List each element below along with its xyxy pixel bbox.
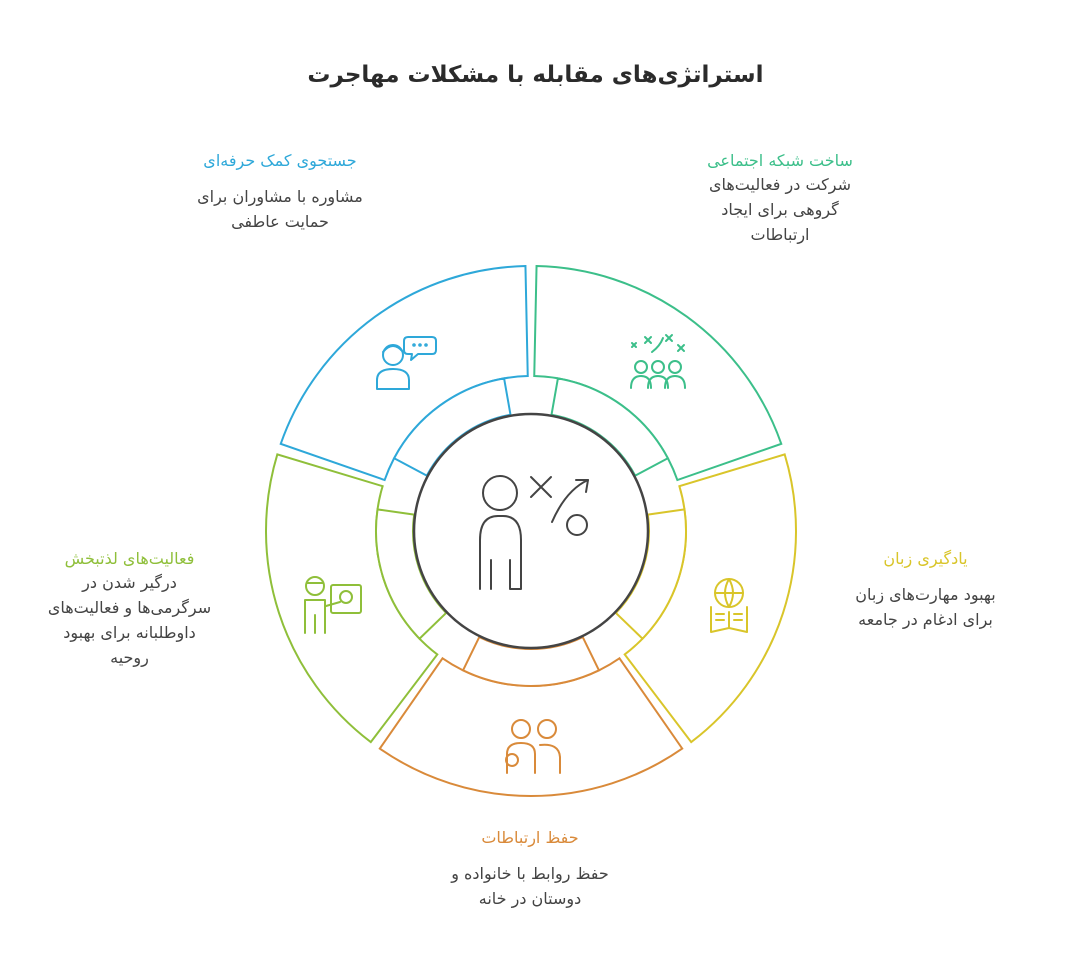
- label-language-desc-2: برای ادغام در جامعه: [858, 610, 993, 629]
- label-leisure-desc-4: روحیه: [110, 648, 149, 667]
- label-leisure-desc-3: داوطلبانه برای بهبود: [63, 623, 196, 642]
- label-family-desc-2: دوستان در خانه: [478, 889, 582, 908]
- label-leisure-desc-2: سرگرمی‌ها و فعالیت‌های: [47, 598, 212, 617]
- label-leisure-desc-1: درگیر شدن در: [82, 573, 177, 592]
- counselor-chat-icon: [376, 336, 437, 390]
- people-pair-icon: [505, 719, 561, 774]
- label-language-title: یادگیری زبان: [883, 549, 968, 568]
- label-family-desc-1: حفظ روابط با خانواده و: [451, 864, 609, 883]
- label-social-desc-1: شرکت در فعالیت‌های: [708, 175, 852, 194]
- group-celebration-icon: [630, 334, 686, 389]
- label-family-title: حفظ ارتباطات: [481, 828, 579, 847]
- label-family: حفظ ارتباطات حفظ روابط با خانواده و دوست…: [400, 827, 660, 911]
- label-language-desc-1: بهبود مهارت‌های زبان: [855, 585, 996, 604]
- globe-book-icon: [710, 578, 748, 633]
- painter-easel-icon: [304, 576, 362, 634]
- label-leisure: فعالیت‌های لذتبخش درگیر شدن در سرگرمی‌ها…: [22, 548, 237, 670]
- label-leisure-title: فعالیت‌های لذتبخش: [64, 549, 195, 568]
- label-social-title: ساخت شبکه اجتماعی: [707, 151, 853, 170]
- person-strategy-icon: [479, 475, 589, 590]
- label-counsel-desc-1: مشاوره با مشاوران برای: [197, 187, 363, 206]
- label-social-desc-2: گروهی برای ایجاد: [721, 200, 839, 219]
- label-counsel-title: جستجوی کمک حرفه‌ای: [203, 151, 357, 170]
- label-counsel: جستجوی کمک حرفه‌ای مشاوره با مشاوران برا…: [170, 150, 390, 234]
- center-circle: [412, 412, 650, 650]
- label-social: ساخت شبکه اجتماعی شرکت در فعالیت‌های گرو…: [680, 150, 880, 247]
- page-title: استراتژی‌های مقابله با مشکلات مهاجرت: [307, 62, 764, 88]
- label-counsel-desc-2: حمایت عاطفی: [231, 212, 329, 231]
- label-language: یادگیری زبان بهبود مهارت‌های زبان برای ا…: [818, 548, 1033, 632]
- label-social-desc-3: ارتباطات: [750, 225, 810, 244]
